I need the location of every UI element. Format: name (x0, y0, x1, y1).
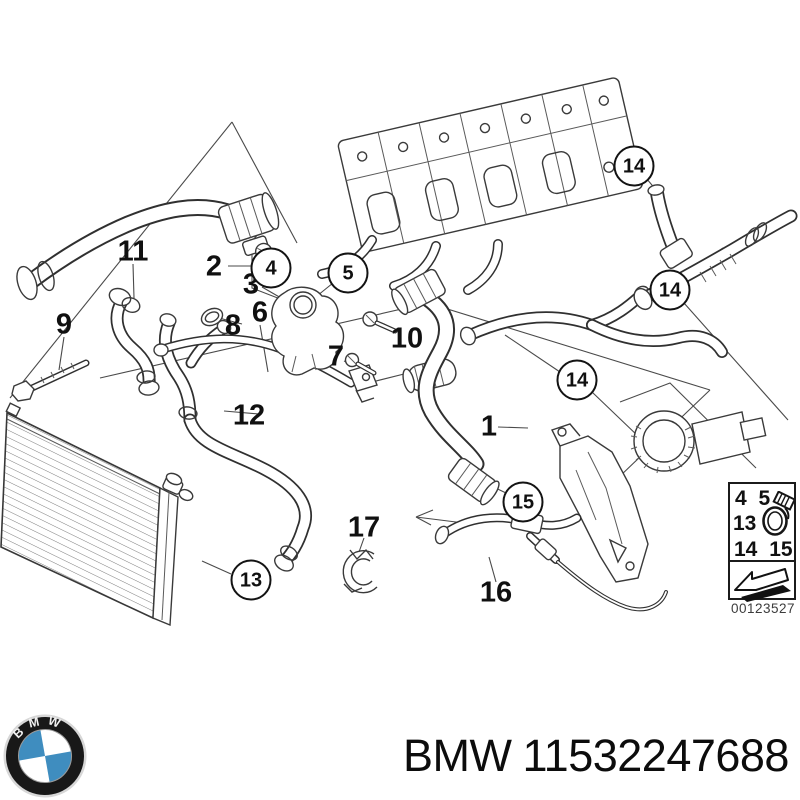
support-bracket (551, 423, 649, 583)
retaining-clip-17 (342, 548, 378, 594)
footer-part-number: 11532247688 (522, 730, 790, 781)
bolt-9 (11, 359, 90, 402)
upper-radiator-hose (16, 192, 280, 301)
logo-quarter-blue-tl (18, 729, 45, 761)
legend-box: 4 5 13 14 15 (728, 482, 797, 602)
legend-row-clamp-mid: 13 (733, 512, 757, 535)
thermostat-housing (271, 286, 345, 376)
hose-clamp-icon (760, 490, 797, 546)
main-hose-1 (391, 268, 500, 506)
logo-quarter-blue-br (45, 751, 72, 783)
legend-row-clamp-large: 14 15 (734, 538, 793, 561)
screw-10 (362, 311, 398, 334)
image-number: 00123527 (730, 601, 796, 616)
radiator (0, 402, 194, 627)
hose-11 (108, 287, 160, 396)
bmw-logo: BMW (2, 709, 88, 800)
vent-pipe-group-14 (633, 184, 798, 311)
footer-brand: BMW (403, 730, 512, 781)
manifold-runners (317, 235, 503, 295)
direction-arrow-icon (732, 564, 794, 607)
throttle-body (630, 410, 767, 474)
gasket-ring (200, 307, 224, 327)
screw-7 (344, 352, 377, 376)
engine-cylinder-head (337, 77, 643, 253)
legend-divider (729, 560, 795, 562)
legend-row-clamp-small: 4 5 (735, 487, 771, 510)
middle-y-hose (459, 285, 728, 358)
